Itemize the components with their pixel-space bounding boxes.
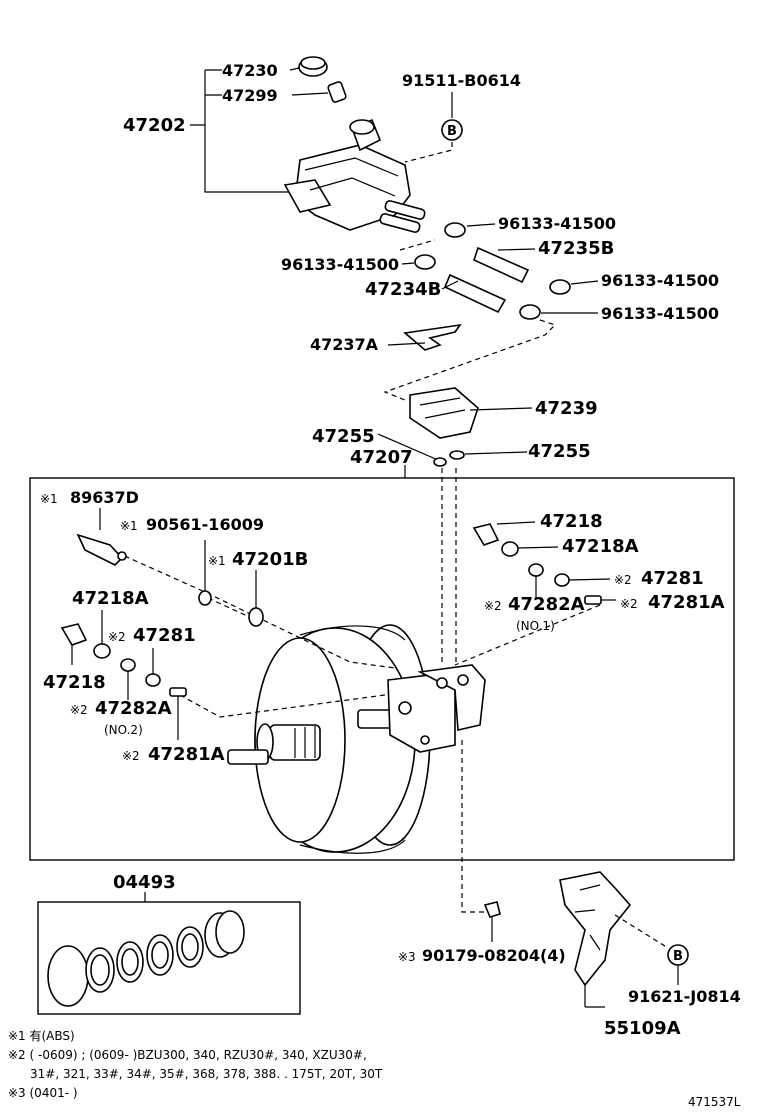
strainer-47299 — [291, 81, 347, 103]
booster-assembly-frame — [29, 477, 735, 861]
label-47281-left: 47281 — [133, 625, 196, 646]
cap-47282a-right — [528, 563, 544, 598]
cap-47281-left — [145, 648, 161, 687]
label-47239: 47239 — [535, 398, 598, 419]
label-47218a-right: 47218A — [562, 536, 639, 557]
label-96133-41500-d: 96133-41500 — [601, 304, 719, 323]
mark-2-47282a-right: ※2 — [484, 599, 502, 613]
dash-line-3 — [461, 740, 487, 913]
label-96133-41500-a: 96133-41500 — [498, 214, 616, 233]
label-04493: 04493 — [113, 872, 176, 893]
mark-1-gasket: ※1 — [120, 519, 138, 533]
mark-1-sensor: ※1 — [40, 492, 58, 506]
repair-kit-04493-parts — [47, 910, 245, 1007]
repair-kit-frame — [37, 901, 301, 1015]
cap-47282a-left — [120, 658, 136, 700]
label-47207: 47207 — [350, 447, 413, 468]
label-55109a: 55109A — [604, 1018, 681, 1039]
ref-mark-b-top: B — [404, 92, 463, 163]
label-47235b: 47235B — [538, 238, 614, 259]
label-47234b: 47234B — [365, 279, 441, 300]
fitting-47218-left — [60, 623, 88, 665]
ref-mark-b-text: B — [447, 124, 457, 139]
mark-2-47281-right: ※2 — [614, 573, 632, 587]
label-47281-right: 47281 — [641, 568, 704, 589]
label-47218a-left: 47218A — [72, 588, 149, 609]
washer-47255 — [377, 433, 528, 467]
label-96133-41500-b: 96133-41500 — [281, 255, 399, 274]
tube-47237a — [387, 323, 462, 351]
bracket-55109a — [559, 871, 669, 1007]
bleeder-47281a-left — [169, 687, 187, 740]
dash-sensor-line — [99, 544, 396, 669]
label-no1: (NO.1) — [516, 619, 555, 633]
label-47299: 47299 — [222, 86, 278, 105]
clamp-96133-a — [444, 222, 496, 238]
mark-2-47281a-left: ※2 — [122, 749, 140, 763]
label-91511-b0614: 91511-B0614 — [402, 71, 521, 90]
label-47202: 47202 — [123, 115, 186, 136]
reservoir-tank-47202 — [283, 118, 426, 233]
bracket-lines-47202 — [190, 69, 290, 193]
label-47218-right: 47218 — [540, 511, 603, 532]
washer-47218a-right — [501, 541, 559, 557]
label-no2: (NO.2) — [104, 723, 143, 737]
label-47230: 47230 — [222, 61, 278, 80]
washer-47218a-left — [93, 610, 111, 659]
label-47282a-right: 47282A — [508, 594, 585, 615]
fitting-47218-right — [472, 521, 536, 546]
clamp-96133-d — [383, 304, 598, 401]
brake-booster-body — [227, 624, 486, 854]
bracket-47239 — [409, 387, 533, 439]
label-47281a-right: 47281A — [648, 592, 725, 613]
footnote-2a: ※2 ( -0609) ; (0609- )BZU300, 340, RZU30… — [8, 1048, 367, 1062]
nut-90179-08204 — [483, 901, 501, 942]
label-47255-a: 47255 — [312, 426, 375, 447]
dash-right-line — [454, 604, 601, 666]
clamp-96133-b — [399, 239, 436, 270]
bleeder-47281a-right — [584, 595, 616, 605]
label-96133-41500-c: 96133-41500 — [601, 271, 719, 290]
label-47201b: 47201B — [232, 549, 308, 570]
reservoir-cap-47230 — [289, 56, 328, 77]
mark-2-47282a-left: ※2 — [70, 703, 88, 717]
mark-2-47281-left: ※2 — [108, 630, 126, 644]
mark-1-seal: ※1 — [208, 554, 226, 568]
label-89637d: 89637D — [70, 488, 139, 507]
seal-47201b — [248, 570, 264, 627]
label-47237a: 47237A — [310, 335, 379, 354]
diagram-code: 471537L — [688, 1095, 741, 1109]
label-47255-b: 47255 — [528, 441, 591, 462]
hose-47234b — [441, 273, 507, 314]
dash-plug-line — [179, 694, 386, 718]
mark-2-47281a-right: ※2 — [620, 597, 638, 611]
clamp-96133-c — [549, 279, 599, 295]
label-47282a-left: 47282A — [95, 698, 172, 719]
hose-47235b — [473, 246, 536, 284]
footnote-2b: 31#, 321, 33#, 34#, 35#, 368, 378, 388. … — [30, 1067, 383, 1081]
mark-3-90179: ※3 — [398, 950, 416, 964]
gasket-90561-16009 — [198, 540, 212, 606]
sensor-89637d — [76, 508, 127, 566]
ref-mark-b-bottom-text: B — [673, 949, 683, 964]
footnote-3: ※3 (0401- ) — [8, 1086, 78, 1100]
label-90561-16009: 90561-16009 — [146, 515, 264, 534]
label-90179-08204: 90179-08204(4) — [422, 946, 566, 965]
label-47281a-left: 47281A — [148, 744, 225, 765]
ref-mark-b-bottom: B — [667, 944, 689, 985]
footnote-1: ※1 有(ABS) — [8, 1029, 75, 1043]
cap-47281-right — [554, 573, 611, 587]
label-47218-left: 47218 — [43, 672, 106, 693]
label-91621-j0814: 91621-J0814 — [628, 987, 741, 1006]
